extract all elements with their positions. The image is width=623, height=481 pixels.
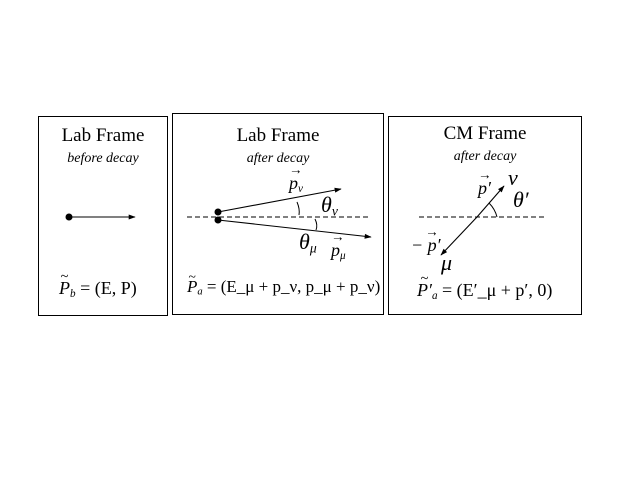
label-theta-prime: θ′ [513, 187, 529, 212]
label-theta-nu: θν [321, 192, 338, 219]
particle-motion-graphic [65, 213, 136, 221]
equation-p-a: ~Pa = (E_μ + p_ν, p_μ + p_ν) [187, 268, 381, 298]
angle-arc-theta-prime [488, 202, 498, 218]
panel-lab-before: Lab Frame before decay ~Pb = (E, P) [38, 116, 168, 316]
neutrino-momentum-arrow [476, 185, 505, 218]
decay-vectors-graphic [187, 187, 372, 239]
neutrino-momentum-arrow [217, 187, 342, 213]
label-neg-p-prime: →− p′ [411, 224, 441, 255]
panel-subtitle: before decay [67, 151, 139, 166]
panel-lab-after: Lab Frame after decay →pν θν θμ →pμ [172, 113, 384, 315]
label-mu: μ [441, 250, 453, 275]
angle-arc-mu [314, 218, 318, 231]
panel-title: Lab Frame [236, 125, 320, 146]
cm-vectors-graphic [419, 185, 545, 256]
label-p-mu: →pμ [331, 229, 346, 262]
muon-momentum-arrow [440, 216, 478, 256]
panel-subtitle: after decay [246, 151, 310, 166]
label-p-prime: →p′ [478, 167, 492, 198]
angle-arc-nu [296, 201, 300, 216]
label-p-nu: →pν [289, 162, 303, 195]
equation-p-a-prime: ~P′a = (E′_μ + p′, 0) [417, 271, 553, 302]
equation-p-b: ~Pb = (E, P) [59, 269, 137, 300]
label-theta-mu: θμ [299, 229, 317, 256]
panel-title: CM Frame [443, 123, 527, 144]
label-nu: ν [508, 165, 518, 190]
panel-cm-after: CM Frame after decay →p′ ν θ′ →− p′ μ ~P… [388, 116, 582, 315]
panel-subtitle: after decay [453, 149, 517, 164]
panel-title: Lab Frame [61, 125, 145, 146]
muon-momentum-arrow [217, 219, 372, 239]
